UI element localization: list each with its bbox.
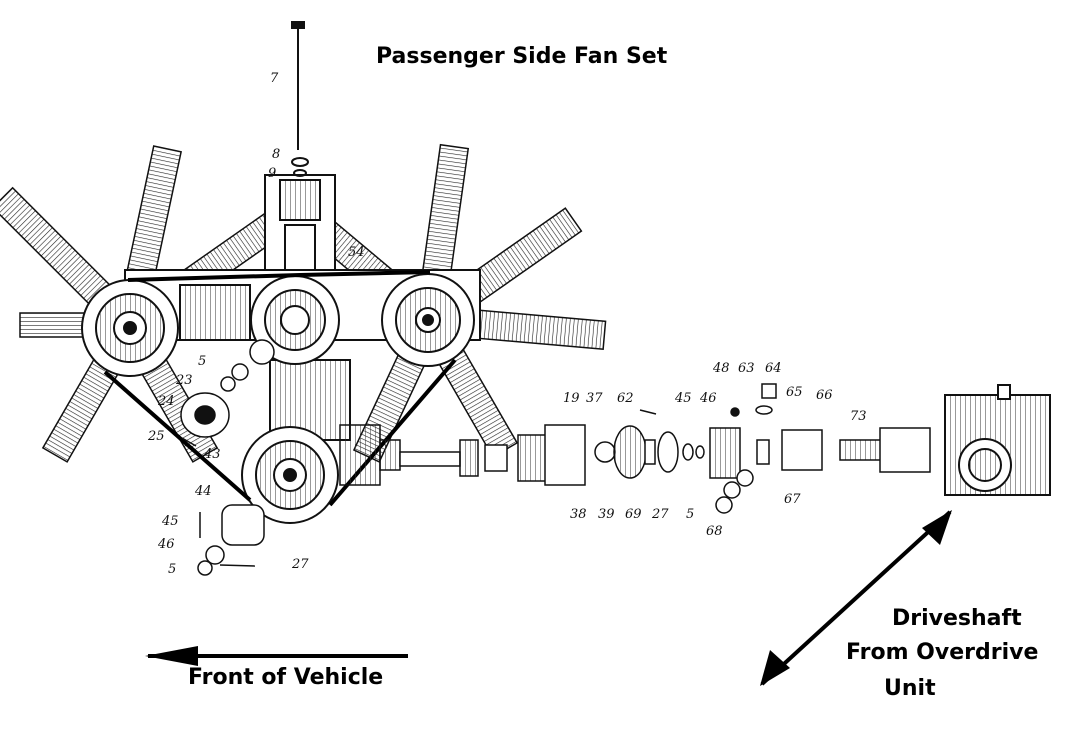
- diagram-title: Passenger Side Fan Set: [376, 44, 668, 69]
- adjuster-rod: [291, 21, 309, 177]
- driveshaft-label-line3: Unit: [884, 676, 936, 701]
- part-label: 62: [617, 391, 634, 406]
- part-label: 45: [674, 391, 692, 406]
- part-label: 38: [570, 507, 587, 522]
- part-label: 27: [651, 507, 669, 522]
- part-label: 66: [816, 388, 833, 403]
- driveshaft-components: [399, 383, 931, 514]
- part-label: 63: [738, 361, 755, 376]
- part-label: 44: [194, 484, 212, 499]
- part-label: 69: [625, 507, 642, 522]
- part-label: 68: [706, 524, 723, 539]
- part-label: 25: [147, 429, 165, 444]
- part-label: 73: [850, 409, 867, 424]
- part-label: 65: [786, 385, 803, 400]
- part-label: 9: [268, 166, 276, 181]
- part-label: 8: [272, 147, 280, 162]
- part-label: 46: [699, 391, 717, 406]
- driveshaft-label-line1: Driveshaft: [892, 606, 1022, 631]
- driveshaft-arrow-icon: [760, 510, 952, 686]
- part-label: 39: [598, 507, 615, 522]
- part-label: 5: [168, 562, 176, 577]
- part-label: 27: [291, 557, 309, 572]
- part-label: 43: [203, 447, 221, 462]
- part-label: 24: [157, 394, 175, 409]
- front-of-vehicle-label: Front of Vehicle: [188, 665, 384, 690]
- part-label: 7: [270, 71, 279, 86]
- part-label: 46: [157, 537, 175, 552]
- driveshaft-label-line2: From Overdrive: [846, 640, 1039, 665]
- right-pulley: [381, 273, 475, 367]
- left-small-parts: [180, 339, 275, 576]
- center-pulley: [250, 275, 340, 365]
- part-label: 23: [175, 373, 193, 388]
- part-label: 45: [161, 514, 179, 529]
- part-number-labels: 7 8 9 54 5 23 24 25 43 44 45 46 5 27 19 …: [147, 71, 867, 577]
- part-label: 19: [563, 391, 580, 406]
- front-arrow-icon: [145, 646, 408, 666]
- part-label: 48: [712, 361, 730, 376]
- left-pulley: [81, 279, 179, 377]
- part-label: 64: [765, 361, 782, 376]
- part-label: 67: [784, 492, 801, 507]
- part-label: 37: [586, 391, 603, 406]
- overdrive-unit: [944, 384, 1051, 496]
- part-label: 5: [198, 354, 206, 369]
- drive-pulley: [241, 426, 339, 524]
- part-label: 54: [348, 245, 365, 260]
- part-label: 5: [686, 507, 694, 522]
